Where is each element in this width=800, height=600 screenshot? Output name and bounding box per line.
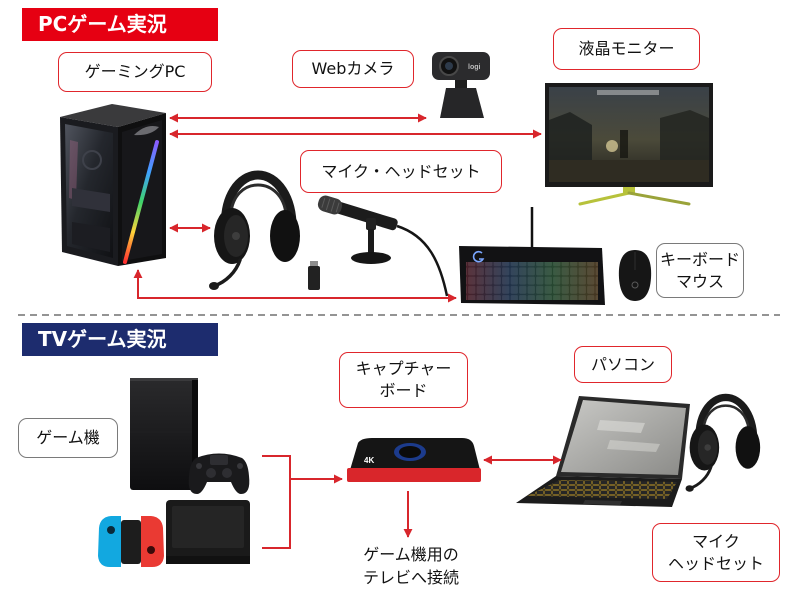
- keyboard-logo-icon: [472, 250, 485, 263]
- label-keyboard-mouse: キーボード マウス: [656, 243, 744, 298]
- label-text: マイク・ヘッドセット: [321, 161, 481, 181]
- label-text-line1: キーボード: [659, 249, 740, 269]
- mouse-logo-icon: [631, 281, 639, 289]
- tv-connection-arrows: [262, 455, 562, 549]
- pc-connection-arrows: [133, 113, 542, 303]
- switch-console-image: [98, 500, 250, 567]
- label-gaming-pc: ゲーミングPC: [58, 52, 212, 92]
- joycon-left: [98, 516, 121, 567]
- label-text-line1: キャプチャー: [355, 359, 452, 378]
- arrow-pc-keyboard: [133, 269, 457, 303]
- label-text-line2: ボード: [379, 381, 428, 400]
- note-line2: テレビへ接続: [362, 568, 459, 587]
- label-monitor: 液晶モニター: [553, 28, 700, 70]
- headset-image: [209, 170, 300, 290]
- label-text-line2: ヘッドセット: [667, 553, 764, 573]
- label-capture-board: キャプチャー ボード: [339, 352, 468, 408]
- label-text: Webカメラ: [311, 59, 395, 78]
- label-text: ゲーム機: [36, 428, 100, 447]
- rgb-light-strip: [123, 140, 159, 264]
- label-webcam: Webカメラ: [292, 50, 414, 88]
- webcam-brand-logo: logi: [468, 64, 480, 71]
- monitor-image: [545, 83, 713, 206]
- mouse-image: [618, 250, 652, 301]
- label-text: 液晶モニター: [578, 39, 675, 58]
- label-text-line1: マイク: [692, 531, 740, 551]
- tv-section-title: TVゲーム実況: [22, 323, 218, 356]
- webcam-image: logi: [432, 52, 490, 118]
- laptop-screen: [561, 400, 686, 475]
- label-text: パソコン: [590, 354, 655, 374]
- controller-image: [188, 453, 250, 494]
- microphone-image: [317, 195, 449, 297]
- joycon-right: [141, 516, 164, 567]
- label-pc: パソコン: [574, 346, 672, 383]
- label-mic-headset-tv: マイク ヘッドセット: [652, 523, 780, 582]
- headset-image-tv: [685, 393, 761, 492]
- capture-board-badge: 4K: [364, 456, 374, 465]
- label-mic-headset: マイク・ヘッドセット: [300, 150, 502, 193]
- capture-board-image: 4K: [347, 438, 481, 482]
- label-game-console: ゲーム機: [18, 418, 118, 458]
- note-line1: ゲーム機用の: [363, 545, 459, 564]
- tv-connection-note: ゲーム機用の テレビへ接続: [348, 543, 474, 589]
- label-text: ゲーミングPC: [84, 62, 186, 81]
- pc-section-title: PCゲーム実況: [22, 8, 218, 41]
- rog-logo-icon: [134, 126, 159, 136]
- keyboard-image: [459, 207, 605, 305]
- gaming-pc-image: [60, 104, 166, 266]
- label-text-line2: マウス: [675, 271, 724, 291]
- console-bracket: [262, 455, 291, 549]
- usb-dongle-image: [308, 261, 320, 290]
- monitor-stand-neck: [623, 187, 635, 194]
- laptop-image: [516, 396, 690, 507]
- ps4-console-image: [130, 378, 198, 490]
